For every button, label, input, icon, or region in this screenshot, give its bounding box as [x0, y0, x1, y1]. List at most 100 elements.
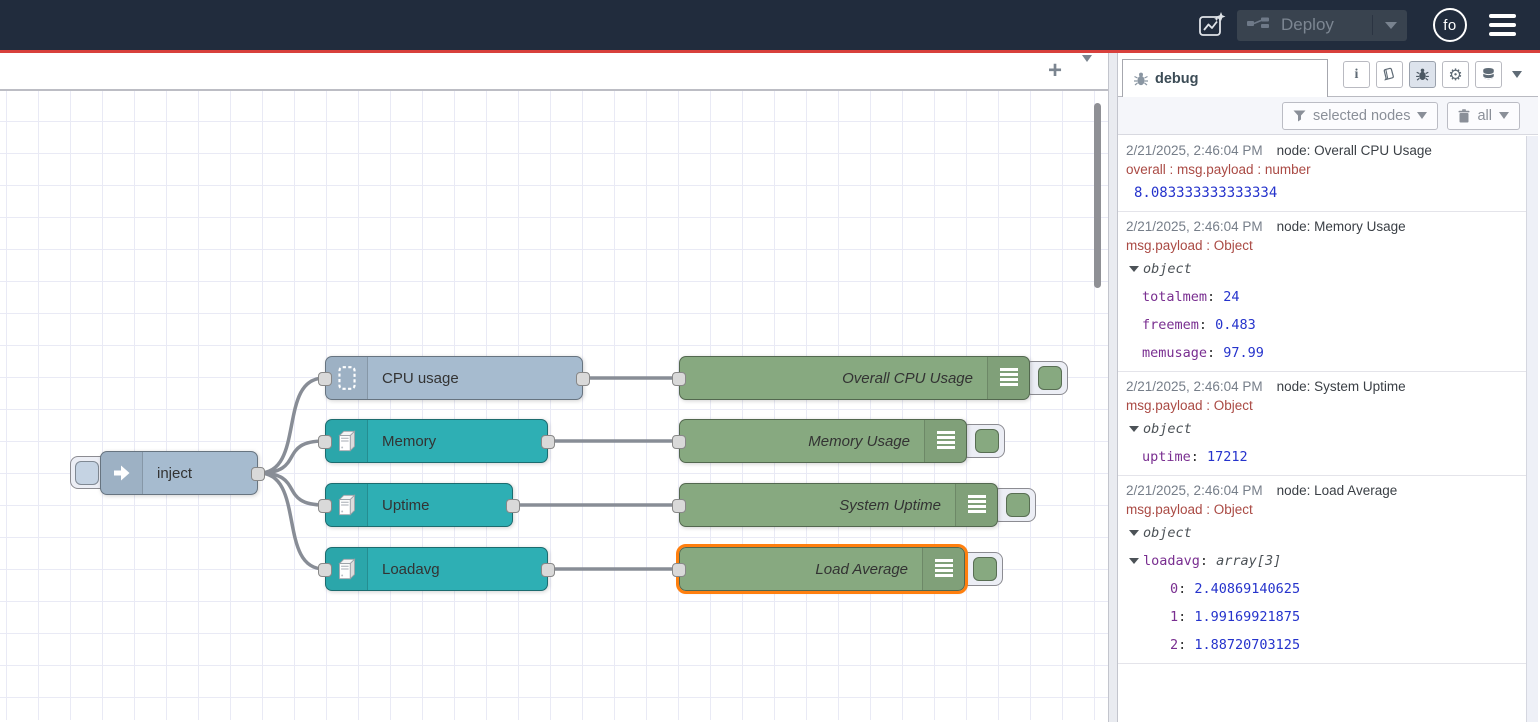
collapse-caret-icon[interactable] — [1129, 558, 1139, 564]
book-icon — [1382, 67, 1397, 82]
input-port[interactable] — [672, 563, 686, 577]
debug-list-icon — [924, 420, 966, 462]
tab-debug-label: debug — [1155, 71, 1199, 87]
node-label: CPU usage — [368, 357, 582, 399]
wire — [259, 378, 324, 473]
node-label: inject — [143, 452, 257, 494]
flow-node-sysuptime[interactable]: System Uptime — [679, 483, 998, 527]
flow-node-overall[interactable]: Overall CPU Usage — [679, 356, 1030, 400]
flow-node-inject[interactable]: inject — [100, 451, 258, 495]
node-label: Load Average — [680, 548, 922, 590]
user-avatar[interactable]: fo — [1433, 8, 1467, 42]
debug-message: 2/21/2025, 2:46:04 PM node: Overall CPU … — [1118, 136, 1526, 212]
debug-message: 2/21/2025, 2:46:04 PM node: System Uptim… — [1118, 372, 1526, 476]
canvas-vertical-scrollbar[interactable] — [1094, 103, 1101, 288]
flow-canvas[interactable]: inject CPU usageMemoryUptimeLoadavg Overal… — [0, 91, 1108, 720]
input-port[interactable] — [318, 499, 332, 513]
input-port[interactable] — [318, 435, 332, 449]
debug-clear-button[interactable]: all — [1447, 102, 1520, 130]
tab-help-button[interactable] — [1376, 61, 1403, 88]
message-property-path: msg.payload : Object — [1126, 500, 1518, 519]
input-port[interactable] — [672, 435, 686, 449]
input-port[interactable] — [318, 372, 332, 386]
node-label: Memory Usage — [680, 420, 924, 462]
message-tree-row: freemem: 0.483 — [1126, 311, 1518, 339]
collapse-caret-icon[interactable] — [1129, 266, 1139, 272]
tab-info-button[interactable]: i — [1343, 61, 1370, 88]
message-source-node: node: System Uptime — [1277, 377, 1406, 396]
flow-list-chevron[interactable] — [1082, 62, 1092, 80]
ai-sparkle-icon[interactable] — [1195, 8, 1229, 42]
debug-list-icon — [987, 357, 1029, 399]
output-port[interactable] — [541, 563, 555, 577]
debug-filter-button[interactable]: selected nodes — [1282, 102, 1439, 130]
input-port[interactable] — [672, 372, 686, 386]
debug-message: 2/21/2025, 2:46:04 PM node: Memory Usage… — [1118, 212, 1526, 372]
collapse-caret-icon[interactable] — [1129, 426, 1139, 432]
cpu-chip-icon — [326, 357, 368, 399]
message-timestamp: 2/21/2025, 2:46:04 PM — [1126, 481, 1263, 500]
debug-filter-label: selected nodes — [1313, 108, 1411, 124]
wire — [259, 473, 324, 505]
add-flow-button[interactable]: + — [1048, 59, 1062, 83]
message-tree-row: memusage: 97.99 — [1126, 339, 1518, 367]
input-port[interactable] — [318, 563, 332, 577]
deploy-button[interactable]: Deploy — [1237, 10, 1407, 41]
server-icon — [326, 420, 368, 462]
output-port[interactable] — [506, 499, 520, 513]
flow-node-cpu[interactable]: CPU usage — [325, 356, 583, 400]
funnel-icon — [1293, 110, 1306, 122]
sidebar-tab-bar: debug i ⚙ — [1118, 53, 1538, 97]
wire — [259, 473, 324, 569]
bug-icon — [1415, 67, 1430, 82]
sidebar-scrollbar[interactable] — [1526, 136, 1538, 722]
flow-node-memusage[interactable]: Memory Usage — [679, 419, 967, 463]
collapse-caret-icon[interactable] — [1129, 530, 1139, 536]
debug-toggle-button[interactable] — [959, 552, 1003, 586]
workspace: + inject CPU usageMemoryUptimeLoadavg Over… — [0, 53, 1108, 722]
node-label: System Uptime — [680, 484, 955, 526]
trash-icon — [1458, 109, 1470, 123]
main-menu-button[interactable] — [1489, 14, 1516, 36]
deploy-nodes-icon — [1247, 16, 1271, 34]
server-icon — [326, 484, 368, 526]
tab-config-button[interactable]: ⚙ — [1442, 61, 1469, 88]
sidebar-tabs-chevron[interactable] — [1508, 61, 1526, 88]
output-port[interactable] — [541, 435, 555, 449]
inject-arrow-icon — [101, 452, 143, 494]
tab-debug[interactable]: debug — [1122, 59, 1328, 97]
header-bar: Deploy fo — [0, 0, 1540, 50]
chevron-down-icon — [1417, 112, 1427, 119]
debug-list-icon — [922, 548, 964, 590]
flow-node-memory[interactable]: Memory — [325, 419, 548, 463]
message-tree-row: 0: 2.40869140625 — [1126, 575, 1518, 603]
flow-node-loadavg[interactable]: Loadavg — [325, 547, 548, 591]
workspace-tab-bar: + — [0, 53, 1108, 91]
message-timestamp: 2/21/2025, 2:46:04 PM — [1126, 377, 1263, 396]
sidebar: debug i ⚙ — [1118, 53, 1538, 722]
sidebar-resize-handle[interactable] — [1108, 53, 1118, 722]
tab-debug-button[interactable] — [1409, 61, 1436, 88]
deploy-options-chevron[interactable] — [1372, 15, 1397, 35]
input-port[interactable] — [672, 499, 686, 513]
message-tree-row: totalmem: 24 — [1126, 283, 1518, 311]
chevron-down-icon — [1499, 112, 1509, 119]
node-label: Overall CPU Usage — [680, 357, 987, 399]
output-port[interactable] — [251, 467, 265, 481]
output-port[interactable] — [576, 372, 590, 386]
flow-node-uptime[interactable]: Uptime — [325, 483, 513, 527]
server-icon — [326, 548, 368, 590]
message-property-path: msg.payload : Object — [1126, 396, 1518, 415]
wires-layer — [0, 91, 1108, 720]
node-label: Loadavg — [368, 548, 547, 590]
message-value: 8.083333333333334 — [1126, 179, 1518, 207]
message-property-path: overall : msg.payload : number — [1126, 160, 1518, 179]
message-source-node: node: Memory Usage — [1277, 217, 1406, 236]
message-source-node: node: Load Average — [1277, 481, 1398, 500]
debug-toggle-button[interactable] — [992, 488, 1036, 522]
tab-context-button[interactable] — [1475, 61, 1502, 88]
message-tree-row: uptime: 17212 — [1126, 443, 1518, 471]
debug-toggle-button[interactable] — [961, 424, 1005, 458]
flow-node-loadavgdbg[interactable]: Load Average — [679, 547, 965, 591]
debug-toggle-button[interactable] — [1024, 361, 1068, 395]
